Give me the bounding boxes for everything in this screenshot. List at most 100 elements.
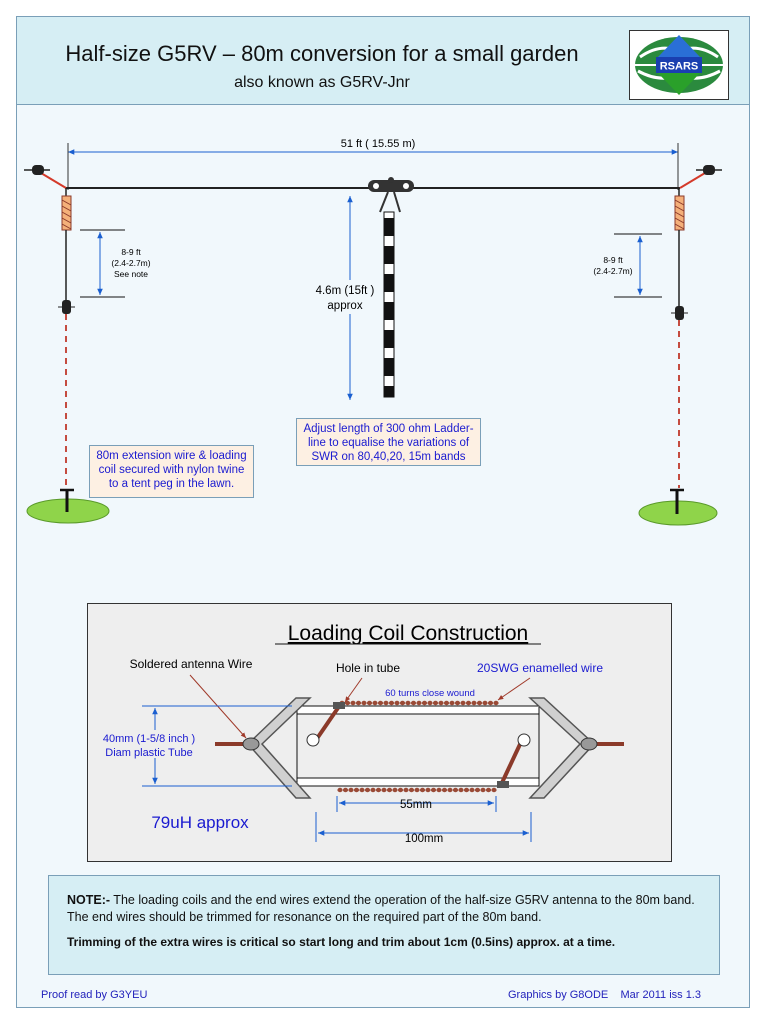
winding-turn [436,787,442,793]
left-height-label: 8-9 ft [121,247,141,257]
winding-turn [364,787,371,793]
left-leg [58,188,75,488]
left-peg-lawn [26,488,110,524]
winding-turn [485,787,492,793]
winding-turn [480,787,486,793]
winding-turn [491,787,497,793]
right-end-insulator [679,165,722,189]
winding-turn [430,787,437,793]
winding-turn [427,700,433,706]
winding-turn [463,787,470,793]
winding-turn [493,700,499,706]
right-height-label: 8-9 ft [603,255,623,265]
diameter-tube-label: Diam plastic Tube [105,747,192,759]
left-height-metric: (2.4-2.7m) [111,258,150,268]
left-end-clamp [215,697,320,799]
winding-turn [416,700,422,706]
winding-turn [447,787,453,793]
logo-text: RSARS [660,61,699,73]
winding-turn [381,787,387,793]
winding-turn [370,787,376,793]
ladder-line [383,211,395,398]
winding-turn [383,700,389,706]
left-end-insulator [24,165,67,189]
winding-turn [408,787,415,793]
winding-turn [482,700,488,706]
turns-label: 60 turns close wound [385,688,475,699]
winding-turn [476,700,483,706]
footer-proof-read: Proof read by G3YEU [41,989,148,1001]
enamelled-wire-label: 20SWG enamelled wire [477,661,603,675]
winding-turn [438,700,444,706]
hole-label: Hole in tube [336,661,400,675]
winding-turn [366,700,373,706]
right-height-metric: (2.4-2.7m) [593,266,632,276]
winding-turn [465,700,472,706]
winding-turn [350,700,356,706]
tube-length-label: 100mm [405,833,443,845]
left-height-see-note: See note [114,269,148,279]
ladder-line-note: Adjust length of 300 ohm Ladder-line to … [296,418,481,466]
winding-turn [469,787,475,793]
winding-turn [458,787,464,793]
winding-turn [386,787,393,793]
winding-turn [348,787,354,793]
note-paragraph: NOTE:- The loading coils and the end wir… [67,892,701,926]
winding-turn [474,787,481,793]
note-box: NOTE:- The loading coils and the end wir… [48,875,720,975]
winding-turn [441,787,448,793]
winding-turn [432,700,439,706]
winding-turn [410,700,417,706]
winding-turn [372,700,378,706]
right-leg [671,188,688,488]
winding-turn [342,787,349,793]
winding-turn [344,700,351,706]
winding-bottom [337,787,497,793]
winding-turn [452,787,459,793]
winding-turn [487,700,494,706]
winding-turn [421,700,428,706]
winding-turn [405,700,411,706]
feeder-length-label: 4.6m (15ft ) [316,285,375,297]
winding-turn [337,787,343,793]
soldered-wire-label: Soldered antenna Wire [130,657,253,671]
diameter-label: 40mm (1-5/8 inch ) [103,733,195,745]
winding-turn [388,700,395,706]
inductance-label: 79uH approx [151,813,249,832]
right-end-clamp [517,697,624,799]
winding-turn [471,700,477,706]
centre-insulator [368,177,414,213]
winding-turn [403,787,409,793]
span-label: 51 ft ( 15.55 m) [341,138,416,150]
rsars-logo: RSARS [629,30,729,100]
footer-graphics-credit: Graphics by G8ODE Mar 2011 iss 1.3 [508,989,701,1001]
winding-turn [449,700,455,706]
winding-turn [394,700,400,706]
winding-turn [414,787,420,793]
winding-turn [392,787,398,793]
winding-turn [359,787,365,793]
note-lead: NOTE:- [67,893,111,907]
winding-turn [375,787,382,793]
winding-turn [425,787,431,793]
winding-turn [460,700,466,706]
winding-turn [419,787,426,793]
page-title: Half-size G5RV – 80m conversion for a sm… [65,41,579,66]
coil-title: Loading Coil Construction [288,622,528,645]
winding-turn [353,787,360,793]
winding-length-label: 55mm [400,799,432,811]
header: Half-size G5RV – 80m conversion for a sm… [17,17,749,105]
winding-top [339,700,499,706]
right-peg-lawn [638,488,718,526]
winding-turn [397,787,404,793]
feeder-length-approx: approx [327,300,362,312]
note-critical: Trimming of the extra wires is critical … [67,935,616,949]
note-body: The loading coils and the end wires exte… [67,893,695,924]
page-subtitle: also known as G5RV-Jnr [234,74,410,91]
winding-turn [399,700,406,706]
winding-turn [454,700,461,706]
winding-turn [377,700,384,706]
extension-wire-note: 80m extension wire & loading coil secure… [89,445,254,498]
